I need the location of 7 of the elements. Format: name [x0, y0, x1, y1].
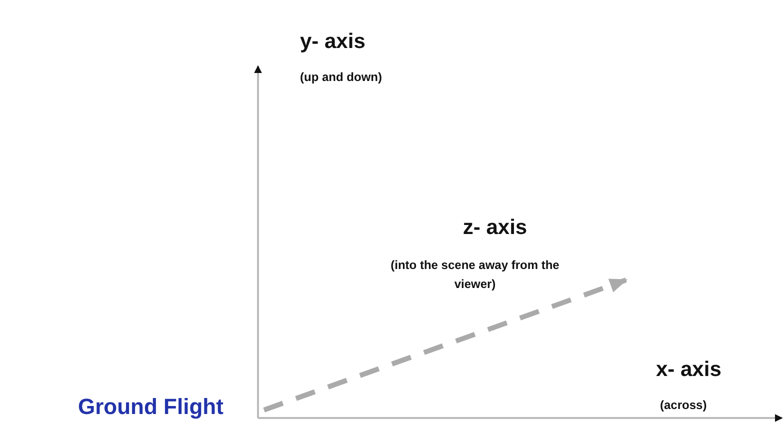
axis-label: y- axis	[300, 30, 366, 54]
axis-description: (up and down)	[300, 70, 382, 84]
axis-description: (into the scene away from the viewer)	[390, 257, 560, 293]
axis-label: x- axis	[656, 358, 722, 382]
axis-description: (across)	[660, 398, 707, 412]
axis-label: z- axis	[462, 216, 528, 240]
caption: Ground Flight	[78, 394, 224, 420]
